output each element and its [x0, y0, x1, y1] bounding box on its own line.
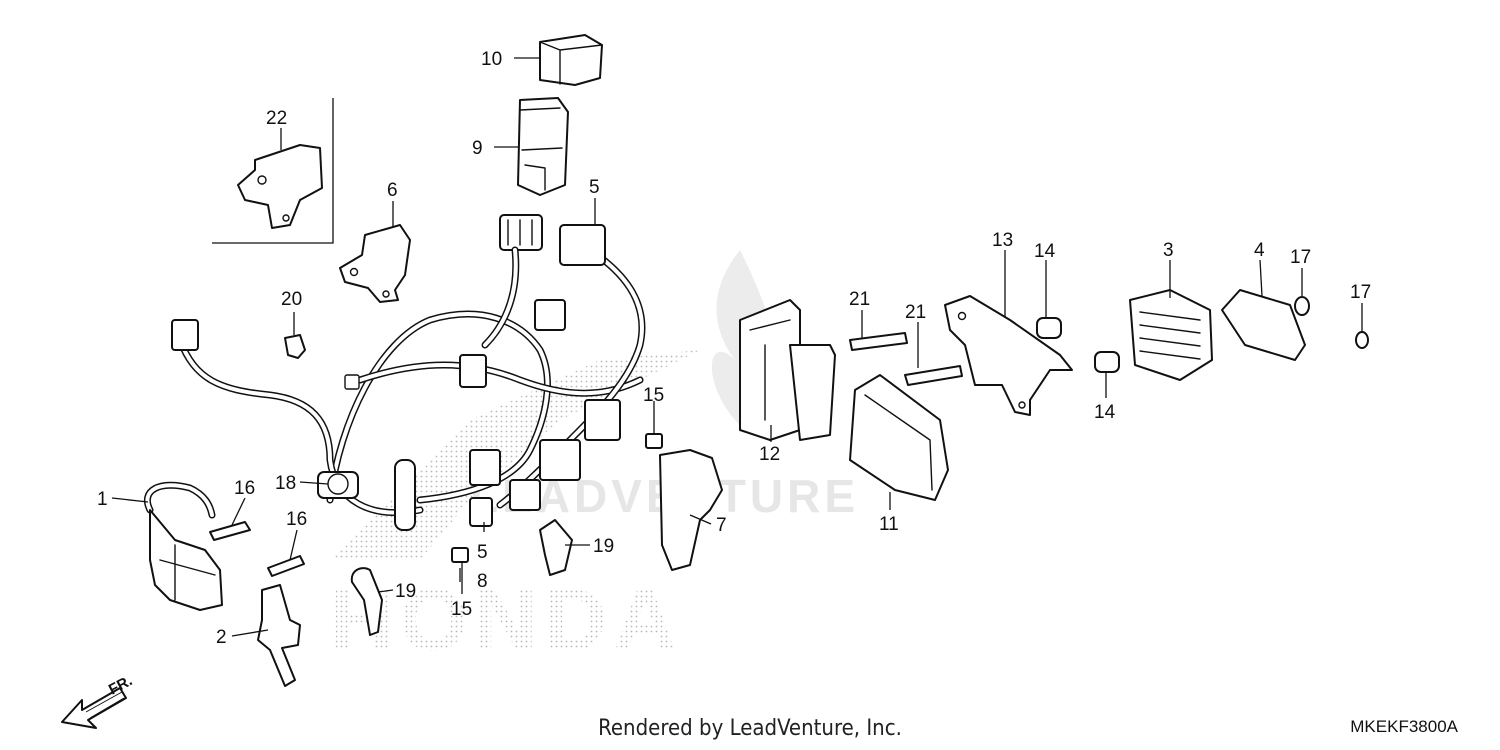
- callout-9: 9: [472, 138, 483, 159]
- callout-19-right: 19: [593, 536, 614, 557]
- honda-wing-logo: [330, 350, 700, 560]
- callout-16-top: 16: [234, 478, 255, 499]
- callout-17-left: 17: [1290, 247, 1311, 268]
- front-direction-arrow: FR.: [61, 672, 135, 729]
- honda-watermark: HONDA: [330, 350, 700, 669]
- callout-3: 3: [1163, 240, 1174, 261]
- callout-11: 11: [879, 514, 899, 535]
- part-12-ecu: [739, 299, 836, 441]
- part-1-ignition-coil: [144, 481, 223, 611]
- callout-21-left: 21: [849, 289, 870, 310]
- callout-10: 10: [481, 49, 502, 70]
- part-18-clamp: [327, 473, 349, 495]
- part-7-bracket: [659, 449, 723, 571]
- honda-watermark-text: HONDA: [330, 570, 683, 669]
- inset-frame: [212, 98, 334, 244]
- callout-16-bottom: 16: [286, 509, 307, 530]
- callout-18: 18: [275, 473, 296, 494]
- part-16-bolts: [209, 521, 305, 577]
- callout-8: 8: [477, 571, 488, 592]
- callout-5-bottom: 5: [477, 542, 488, 563]
- part-14-collars: [1036, 317, 1120, 373]
- callout-20: 20: [281, 289, 302, 310]
- part-13-bracket: [944, 295, 1073, 416]
- part-17-washers: [1294, 296, 1369, 349]
- part-3-regulator: [1129, 289, 1213, 381]
- callout-4: 4: [1254, 240, 1265, 261]
- part-19-clamps: [350, 519, 573, 636]
- part-10-cover: [539, 34, 603, 86]
- callout-7: 7: [716, 515, 727, 536]
- callout-14-top: 14: [1034, 241, 1056, 262]
- callout-13: 13: [992, 230, 1013, 251]
- callout-2: 2: [216, 627, 227, 648]
- callout-12: 12: [759, 444, 780, 465]
- callout-17-right: 17: [1350, 282, 1371, 303]
- callout-1: 1: [97, 489, 108, 510]
- part-4-plate: [1221, 289, 1306, 361]
- leader-lines: [111, 57, 1363, 637]
- callout-labels: 10 9 5 6 22 20 15 7 12 21 21 11 13 14 14…: [97, 49, 1371, 648]
- diagram-code: MKEKF3800A: [1350, 717, 1458, 736]
- callout-5-top: 5: [589, 177, 600, 198]
- part-11-control-unit: [849, 374, 949, 501]
- part-20-clip: [284, 334, 306, 359]
- footer-credit: Rendered by LeadVenture, Inc.: [598, 716, 902, 741]
- wire-harness: [171, 224, 646, 531]
- part-6-bracket: [339, 224, 411, 303]
- callout-21-right: 21: [905, 302, 926, 323]
- part-15-bolts: [451, 433, 663, 563]
- part-22-bracket: [237, 144, 323, 229]
- callout-15-left: 15: [451, 599, 472, 620]
- part-9-connector: [499, 97, 569, 251]
- callout-22: 22: [266, 108, 287, 129]
- callout-6: 6: [387, 180, 398, 201]
- part-2-plug-cap: [257, 584, 301, 687]
- callout-15-right: 15: [643, 385, 664, 406]
- callout-14-bottom: 14: [1094, 402, 1116, 423]
- part-21-bolts: [849, 332, 963, 386]
- callout-19-left: 19: [395, 581, 416, 602]
